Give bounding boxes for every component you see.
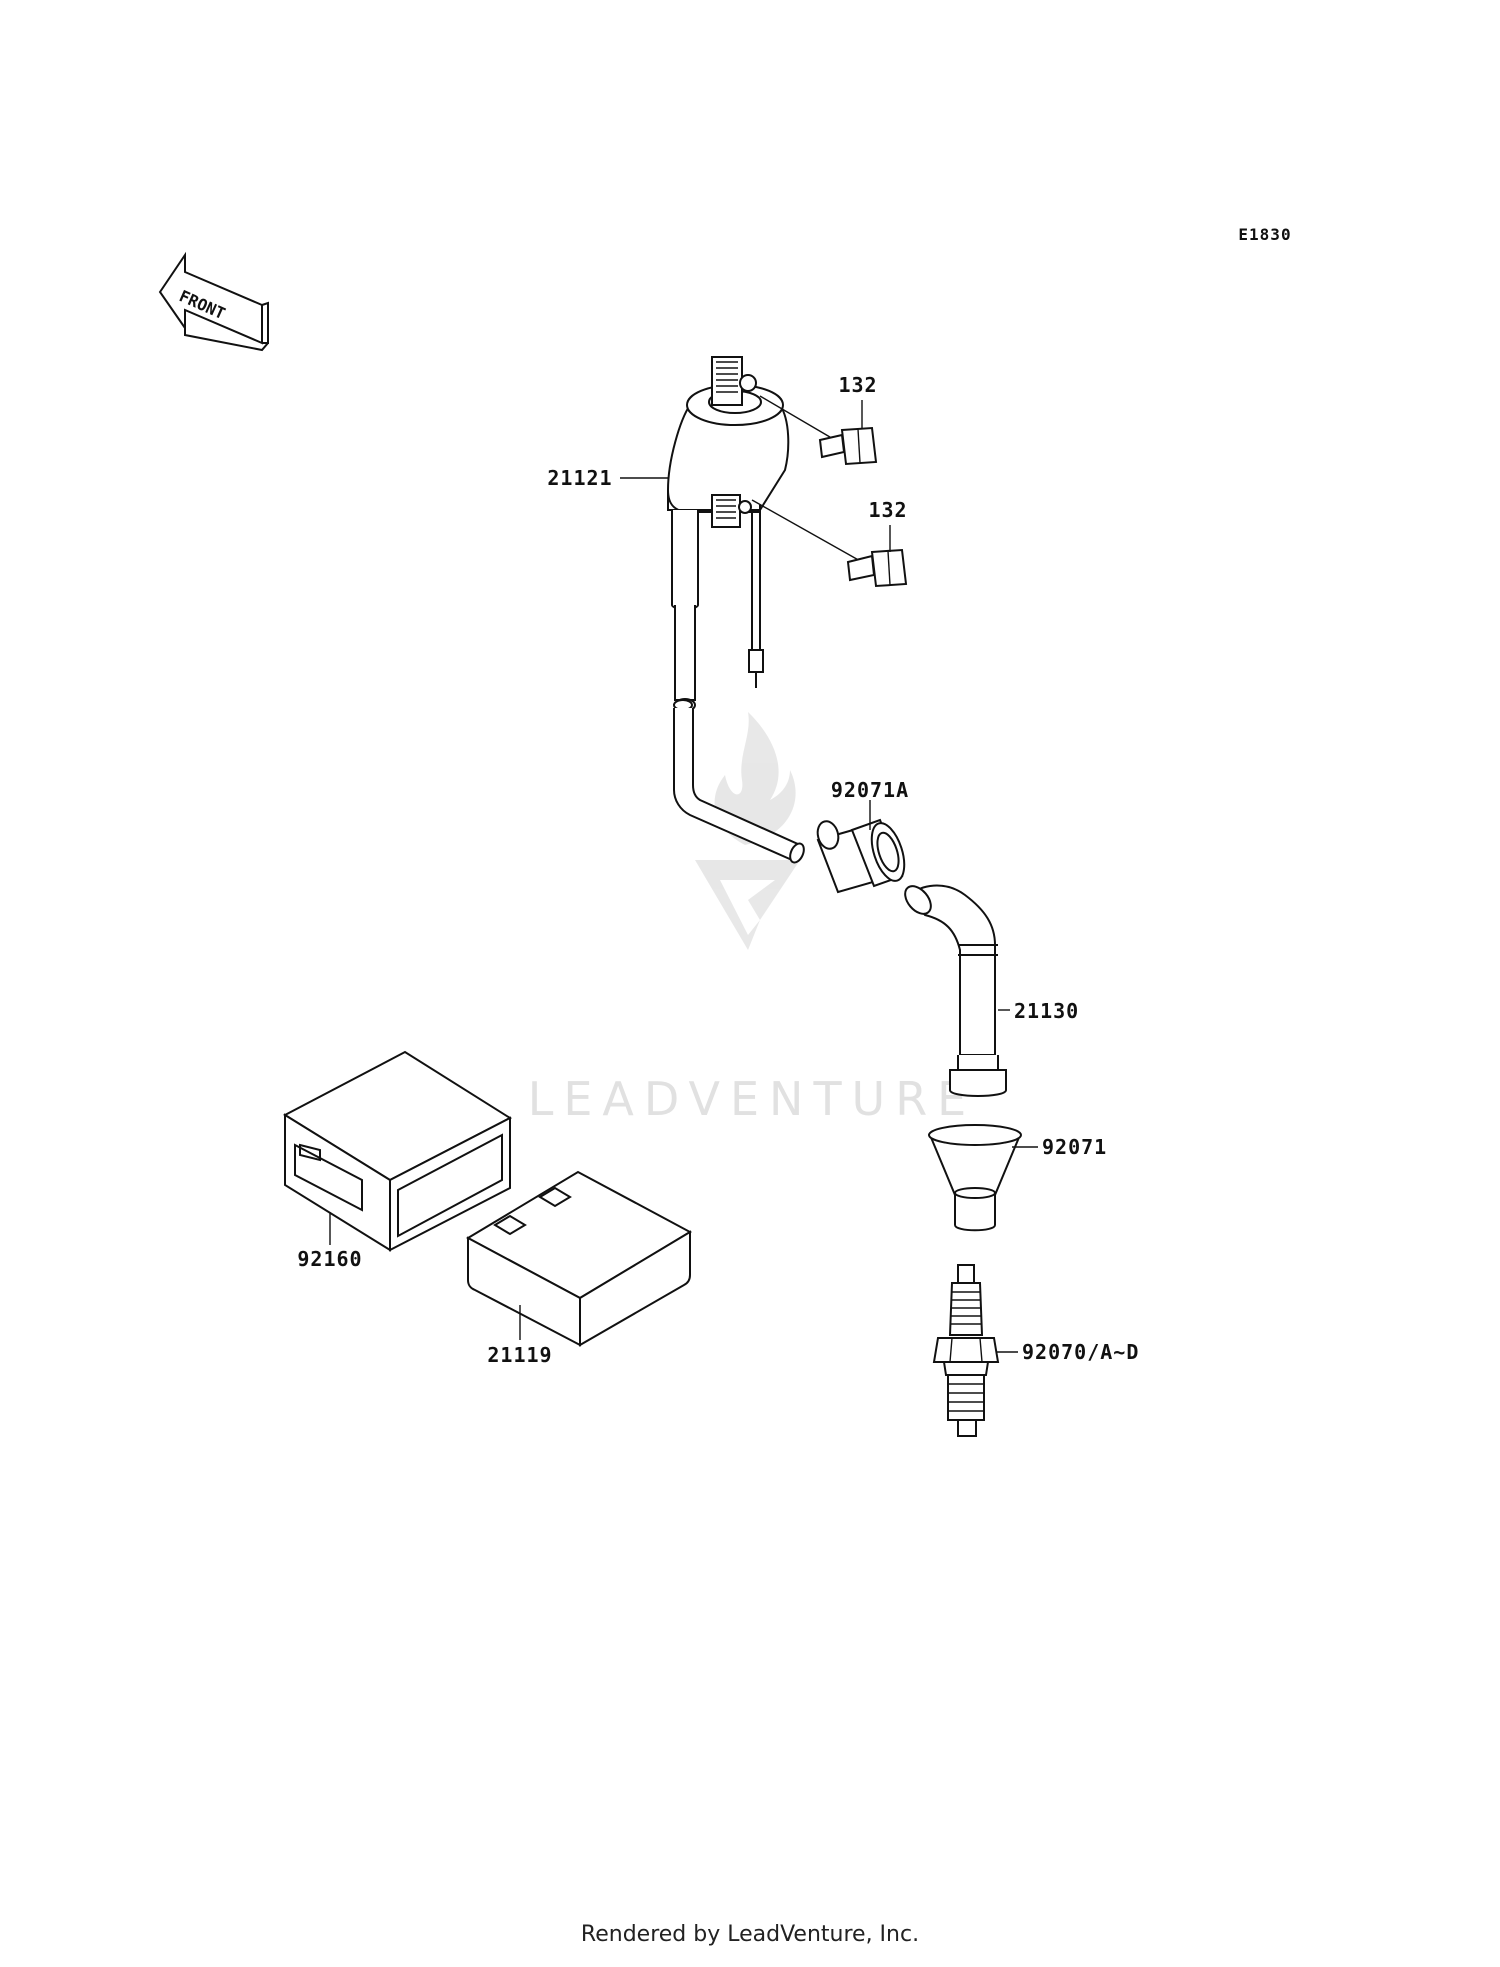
part-label-21121: 21121 bbox=[547, 466, 612, 490]
bolt-upper bbox=[759, 395, 878, 466]
spark-plug bbox=[932, 1264, 1018, 1437]
diagram-code: E1830 bbox=[1238, 225, 1291, 244]
cap-92071a bbox=[816, 800, 906, 894]
front-arrow-icon: FRONT bbox=[158, 251, 269, 352]
seal-92071 bbox=[928, 1124, 1038, 1232]
part-label-21119: 21119 bbox=[487, 1343, 552, 1367]
part-label-132-upper: 132 bbox=[838, 373, 877, 397]
part-label-21130: 21130 bbox=[1014, 999, 1079, 1023]
part-label-92071: 92071 bbox=[1042, 1135, 1107, 1159]
part-label-92071a: 92071A bbox=[831, 778, 909, 802]
part-label-92070: 92070/A~D bbox=[1022, 1340, 1139, 1364]
ignition-coil bbox=[667, 356, 805, 864]
case-92160 bbox=[282, 1050, 513, 1252]
part-label-132-lower: 132 bbox=[868, 498, 907, 522]
bolt-lower bbox=[751, 499, 908, 588]
part-label-92160: 92160 bbox=[297, 1247, 362, 1271]
watermark-text: LEADVENTURE bbox=[528, 1072, 977, 1126]
leadventure-logo-icon bbox=[695, 712, 800, 950]
igniter bbox=[465, 1170, 693, 1347]
plug-cap bbox=[904, 884, 1010, 1097]
footer-credit: Rendered by LeadVenture, Inc. bbox=[580, 1922, 920, 1947]
